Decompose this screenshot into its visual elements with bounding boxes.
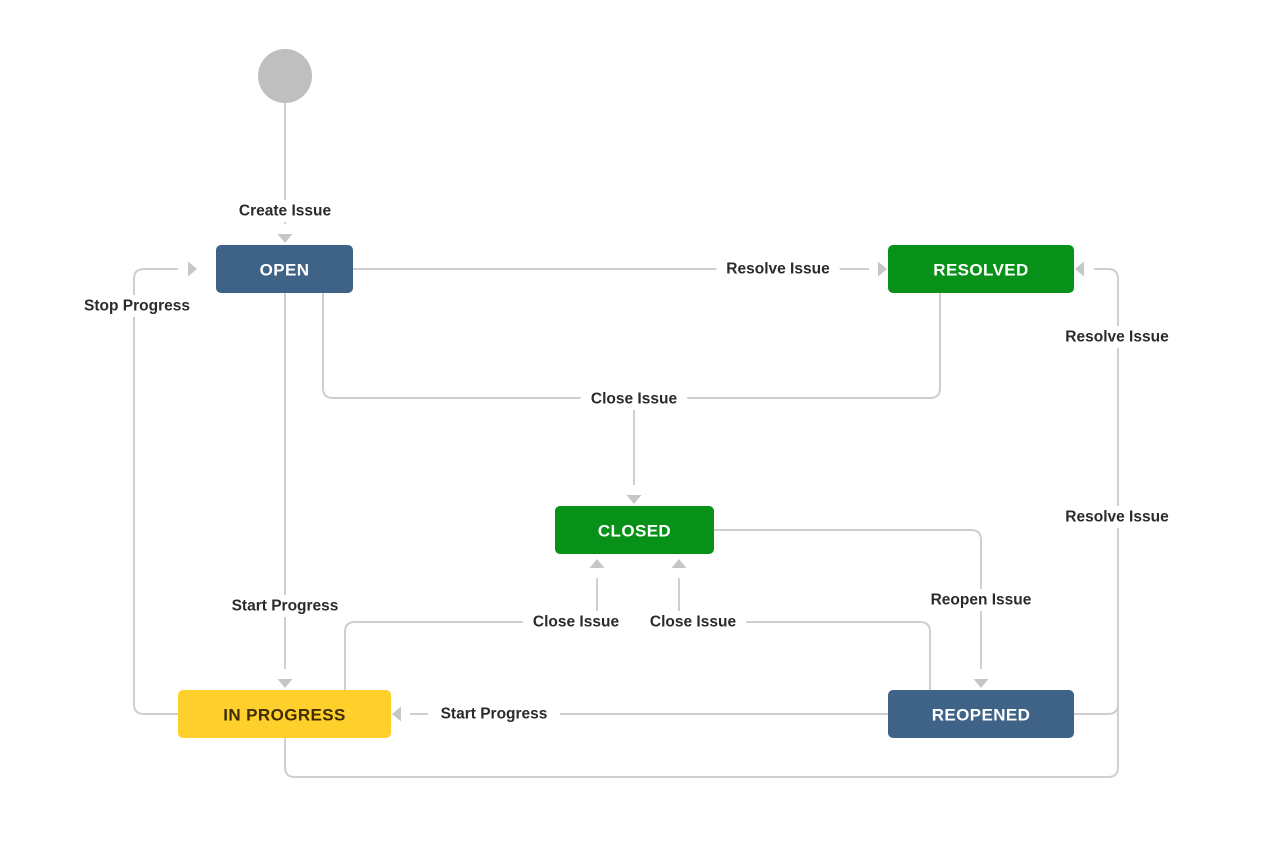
edge-label-text-resolve-issue-inprogress: Resolve Issue [1065, 509, 1169, 526]
node-reopened-label: REOPENED [932, 706, 1031, 725]
edges-layer [133, 103, 1119, 778]
nodes-layer: OPEN RESOLVED CLOSED IN PROGRESS REOPENED [178, 49, 1074, 738]
node-open[interactable]: OPEN [216, 245, 353, 293]
edge-label-backdrop-start-progress-open [219, 595, 351, 617]
edge-label-text-stop-progress: Stop Progress [84, 298, 190, 315]
arrowhead-resolve-issue-reopened [1075, 261, 1084, 277]
edge-label-text-resolve-issue-open: Resolve Issue [726, 261, 830, 278]
edge-label-backdrop-start-progress-reopened [428, 703, 560, 725]
edge-label-backdrop-resolve-issue-open [716, 258, 840, 280]
edge-reopen-issue [714, 529, 982, 669]
edge-label-resolve-issue-reopened: Resolve Issue [1055, 326, 1179, 348]
node-open-rect [216, 245, 353, 293]
arrowhead-create-issue [277, 234, 293, 243]
edge-label-text-start-progress-reopened: Start Progress [441, 706, 548, 723]
edge-close-issue-reopened [678, 578, 931, 690]
edge-label-backdrop-resolve-issue-reopened [1055, 326, 1179, 348]
node-closed-label: CLOSED [598, 522, 671, 541]
node-inprogress-label: IN PROGRESS [223, 706, 345, 725]
edge-label-text-close-issue-top: Close Issue [591, 391, 678, 408]
edge-label-backdrop-resolve-issue-inprogress [1055, 506, 1179, 528]
arrowhead-start-progress-open [277, 679, 293, 688]
node-inprogress[interactable]: IN PROGRESS [178, 690, 391, 738]
node-resolved[interactable]: RESOLVED [888, 245, 1074, 293]
edge-label-text-create-issue: Create Issue [239, 203, 332, 220]
edge-label-start-progress-open: Start Progress [219, 595, 351, 617]
node-open-label: OPEN [260, 261, 310, 280]
arrowhead-close-issue-inprogress [589, 559, 605, 568]
edge-resolve-issue-inprogress [284, 279, 1119, 778]
arrowhead-reopen-issue [973, 679, 989, 688]
arrowhead-close-issue-top [626, 495, 642, 504]
node-reopened-rect [888, 690, 1074, 738]
node-resolved-rect [888, 245, 1074, 293]
edge-label-resolve-issue-open: Resolve Issue [716, 258, 840, 280]
start-node-circle[interactable] [258, 49, 312, 103]
edge-label-backdrop-close-issue-reopened [639, 611, 747, 633]
edge-label-create-issue: Create Issue [227, 200, 343, 222]
edge-label-backdrop-stop-progress [75, 295, 199, 317]
node-closed-rect [555, 506, 714, 554]
edge-label-text-close-issue-inprogress: Close Issue [533, 614, 620, 631]
edge-label-backdrop-reopen-issue [923, 589, 1039, 611]
arrowheads-layer [188, 234, 1084, 722]
edge-label-reopen-issue: Reopen Issue [923, 589, 1039, 611]
edge-label-text-close-issue-reopened: Close Issue [650, 614, 737, 631]
edge-label-text-reopen-issue: Reopen Issue [931, 592, 1032, 609]
edge-label-stop-progress: Stop Progress [75, 295, 199, 317]
edge-label-close-issue-top: Close Issue [580, 388, 688, 410]
edge-label-close-issue-inprogress: Close Issue [522, 611, 630, 633]
edge-label-text-start-progress-open: Start Progress [232, 598, 339, 615]
arrowhead-stop-progress [188, 261, 197, 277]
node-closed[interactable]: CLOSED [555, 506, 714, 554]
edge-label-backdrop-create-issue [227, 200, 343, 222]
edge-label-text-resolve-issue-reopened: Resolve Issue [1065, 329, 1169, 346]
arrowhead-close-issue-reopened [671, 559, 687, 568]
arrowhead-start-progress-reopened [392, 706, 401, 722]
node-inprogress-rect [178, 690, 391, 738]
edge-close-issue-inprogress [344, 578, 598, 690]
edge-label-backdrop-close-issue-top [580, 388, 688, 410]
arrowhead-resolve-issue-open [878, 261, 887, 277]
edge-label-close-issue-reopened: Close Issue [639, 611, 747, 633]
edge-label-backdrop-close-issue-inprogress [522, 611, 630, 633]
edge-stop-progress [133, 268, 178, 715]
node-reopened[interactable]: REOPENED [888, 690, 1074, 738]
edge-label-start-progress-reopened: Start Progress [428, 703, 560, 725]
node-resolved-label: RESOLVED [933, 261, 1028, 280]
edge-label-resolve-issue-inprogress: Resolve Issue [1055, 506, 1179, 528]
